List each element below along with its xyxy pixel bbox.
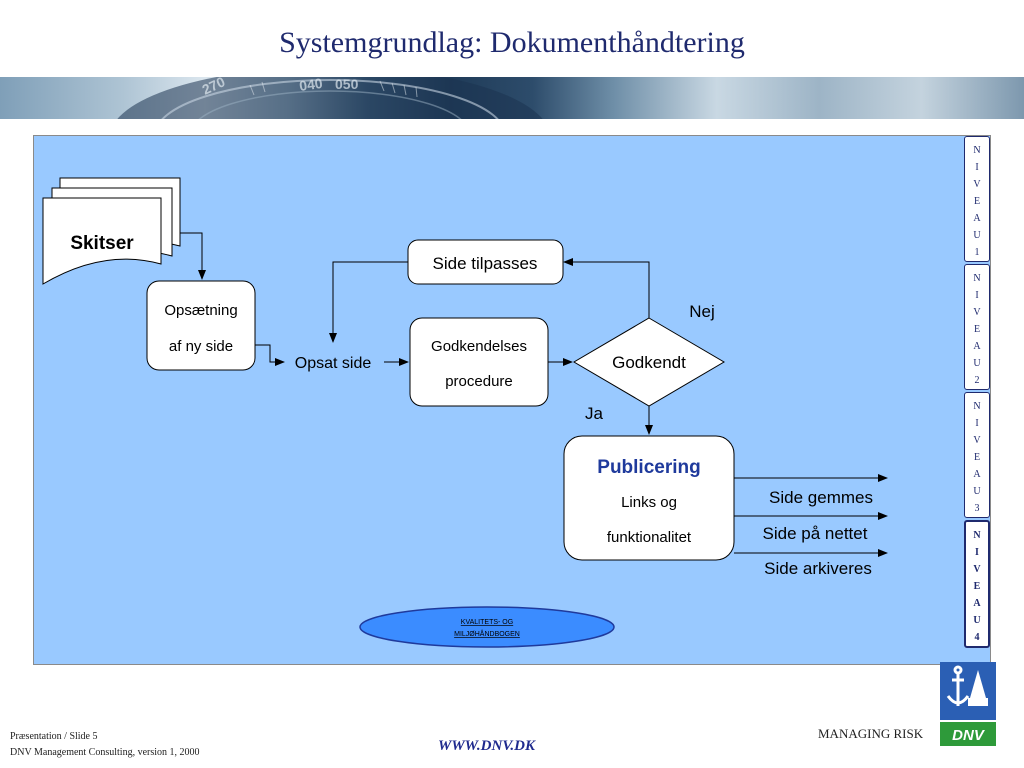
niveau-2-button[interactable]: N I V E A U 2 (964, 264, 990, 390)
funktionalitet-label: funktionalitet (607, 529, 692, 546)
managing-risk-label: MANAGING RISK (818, 726, 924, 741)
niveau-4-letter: N (973, 530, 981, 541)
opsaetning-box (146, 280, 256, 371)
godkendelses-label-line1: Godkendelses (431, 338, 527, 355)
niveau-3-button[interactable]: N I V E A U 3 (964, 392, 990, 518)
niveau-4-letter: U (973, 615, 981, 626)
godkendelses-label-line2: procedure (445, 373, 513, 390)
website-link[interactable]: WWW.DNV.DK (438, 738, 535, 754)
opsat-side-label: Opsat side (295, 355, 372, 372)
niveau-4-button[interactable]: N I V E A U 4 (964, 520, 990, 648)
arrow-opsaetning-to-opsat (255, 344, 285, 366)
arrow-skitser-to-opsaetning (180, 232, 206, 280)
side-arkiveres-label: Side arkiveres (764, 559, 872, 578)
publicering-box (563, 435, 735, 561)
nej-label: Nej (689, 302, 715, 321)
opsaetning-label-line2: af ny side (169, 338, 233, 355)
niveau-1-letter: N (973, 145, 981, 156)
skitser-label: Skitser (70, 233, 134, 254)
niveau-3-letter: E (973, 452, 981, 463)
kvalitetshaandbog-ellipse[interactable] (359, 606, 615, 648)
links-og-label: Links og (621, 494, 677, 511)
niveau-4-letter: E (973, 581, 981, 592)
niveau-2-letter: E (973, 324, 981, 335)
svg-text:040: 040 (298, 77, 324, 94)
svg-text:050: 050 (335, 77, 359, 92)
niveau-2-letter: I (975, 290, 979, 301)
diagram-panel: Skitser Opsætning af ny side Opsat side … (33, 135, 991, 665)
niveau-1-letter: A (973, 213, 981, 224)
niveau-1-letter: U (973, 230, 981, 241)
process-diagram: Skitser Opsætning af ny side Opsat side … (42, 177, 888, 648)
godkendelses-box (409, 317, 549, 407)
company-version-label: DNV Management Consulting, version 1, 20… (10, 747, 200, 758)
godkendt-label: Godkendt (612, 353, 686, 372)
arrow-tilpasses-to-opsat (329, 261, 408, 343)
niveau-4-letter: V (973, 564, 981, 575)
niveau-3-letter: I (975, 418, 979, 429)
ellipse-label-line2: MILJØHÅNDBOGEN (454, 629, 520, 638)
niveau-3-letter: 3 (974, 503, 980, 514)
niveau-1-letter: V (973, 179, 981, 190)
niveau-1-letter: E (973, 196, 981, 207)
arrow-nej-to-tilpasses (563, 258, 650, 318)
publicering-label: Publicering (597, 457, 700, 478)
side-paa-nettet-label: Side på nettet (763, 524, 868, 543)
niveau-2-letter: V (973, 307, 981, 318)
dnv-logo-text: DNV (952, 727, 986, 744)
niveau-3-letter: U (973, 486, 981, 497)
niveau-2-letter: U (973, 358, 981, 369)
niveau-4-letter: 4 (974, 632, 980, 643)
niveau-2-letter: A (973, 341, 981, 352)
niveau-1-letter: 1 (974, 247, 980, 258)
slide-label: Præsentation / Slide 5 (10, 731, 98, 742)
niveau-2-letter: N (973, 273, 981, 284)
niveau-4-letter: I (975, 547, 979, 558)
opsaetning-label-line1: Opsætning (164, 302, 237, 319)
niveau-1-letter: I (975, 162, 979, 173)
header-banner-image: 270 040 050 (0, 77, 1024, 119)
ellipse-label-line1: KVALITETS- OG (461, 619, 513, 626)
skitser-document-stack: Skitser (42, 177, 181, 285)
niveau-2-letter: 2 (974, 375, 980, 386)
dnv-logo: DNV (940, 662, 996, 746)
niveau-3-letter: A (973, 469, 981, 480)
niveau-3-letter: N (973, 401, 981, 412)
niveau-4-letter: A (973, 598, 981, 609)
ja-label: Ja (585, 404, 604, 423)
niveau-3-letter: V (973, 435, 981, 446)
side-gemmes-label: Side gemmes (769, 488, 873, 507)
page-title: Systemgrundlag: Dokumenthåndtering (279, 26, 745, 59)
niveau-1-button[interactable]: N I V E A U 1 (964, 136, 990, 262)
side-tilpasses-label: Side tilpasses (433, 254, 538, 273)
